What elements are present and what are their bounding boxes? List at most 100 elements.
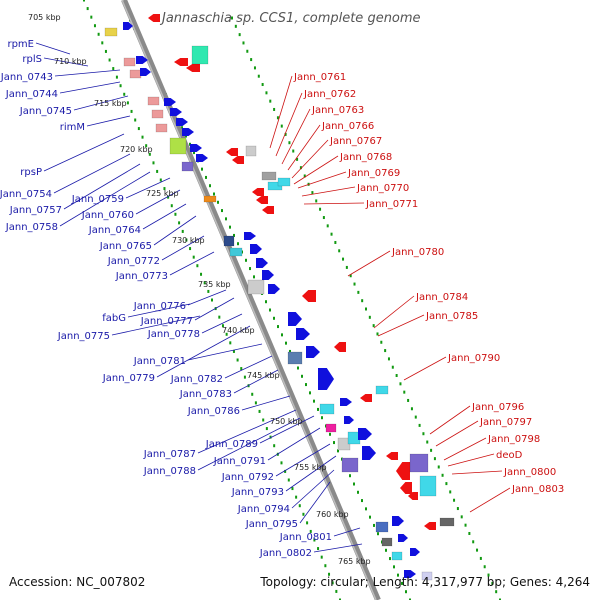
- tick-mark: [334, 240, 337, 244]
- tick-mark: [137, 127, 140, 131]
- tick-mark: [295, 495, 298, 499]
- gene-label-left: rimM: [60, 122, 85, 133]
- tick-mark: [353, 282, 356, 286]
- tick-mark: [201, 167, 203, 171]
- tick-mark: [393, 565, 395, 569]
- gene-label-left: Jann_0792: [221, 472, 274, 483]
- forward-gene-arrow: [256, 258, 268, 268]
- scale-label: 730 kbp: [172, 236, 205, 245]
- gene-block: [245, 145, 257, 157]
- tick-mark: [292, 149, 295, 153]
- forward-gene-arrow: [244, 232, 256, 240]
- tick-mark: [217, 200, 219, 204]
- tick-mark: [225, 217, 227, 221]
- gene-block: [341, 457, 359, 473]
- tick-mark: [273, 107, 276, 111]
- tick-mark: [349, 474, 351, 478]
- tick-mark: [299, 166, 302, 170]
- label-leader: [53, 153, 131, 194]
- tick-mark: [112, 67, 115, 71]
- tick-mark: [433, 457, 436, 461]
- tick-mark: [196, 264, 199, 268]
- gene-label-right: Jann_0766: [321, 121, 374, 132]
- tick-marks: [83, 0, 501, 600]
- label-leader: [287, 124, 321, 171]
- tick-mark: [130, 109, 133, 113]
- gene-block: [277, 177, 291, 187]
- tick-mark: [254, 401, 257, 405]
- label-leader: [281, 108, 311, 165]
- tick-mark: [221, 324, 224, 328]
- scale-label: 765 kbp: [338, 557, 371, 566]
- tick-mark: [303, 174, 306, 178]
- tick-mark: [123, 92, 126, 96]
- tick-mark: [331, 581, 334, 585]
- label-leader: [275, 443, 331, 477]
- gene-label-right: Jann_0780: [391, 247, 444, 258]
- tick-mark: [273, 444, 276, 448]
- gene-block: [409, 453, 429, 473]
- reverse-gene-arrow: [360, 394, 372, 402]
- gene-label-left: Jann_0781: [133, 356, 186, 367]
- tick-mark: [280, 461, 283, 465]
- tick-mark: [395, 374, 398, 378]
- tick-mark: [152, 161, 155, 165]
- gene-label-left: Jann_0743: [0, 72, 53, 83]
- gene-label-left: Jann_0765: [99, 241, 152, 252]
- label-leader: [233, 369, 279, 394]
- label-leader: [429, 405, 471, 435]
- gene-label-left: fabG: [102, 313, 126, 324]
- scale-label: 725 kbp: [146, 189, 179, 198]
- gene-label-left: Jann_0787: [143, 449, 196, 460]
- tick-mark: [207, 289, 210, 293]
- gene-label-left: Jann_0745: [19, 106, 72, 117]
- tick-mark: [298, 504, 301, 508]
- tick-mark: [269, 99, 272, 103]
- forward-gene-arrow: [318, 368, 334, 390]
- tick-mark: [365, 307, 367, 311]
- topology-text: Topology: circular; Length: 4,317,977 bp…: [260, 575, 590, 589]
- tick-mark: [159, 178, 162, 182]
- label-leader: [194, 297, 235, 321]
- forward-gene-arrow: [262, 270, 274, 280]
- gene-label-left: Jann_0757: [9, 205, 62, 216]
- reverse-gene-arrow: [334, 342, 346, 352]
- tick-mark: [333, 441, 335, 445]
- label-leader: [447, 453, 495, 467]
- tick-mark: [361, 299, 364, 303]
- gene-label-right: Jann_0784: [415, 292, 468, 303]
- tick-mark: [276, 116, 279, 120]
- label-leader: [187, 289, 227, 306]
- gene-features: [104, 14, 455, 581]
- gene-label-right: Jann_0770: [356, 183, 409, 194]
- tick-mark: [242, 41, 245, 45]
- tick-mark: [326, 224, 329, 228]
- tick-mark: [192, 255, 195, 259]
- tick-mark: [422, 432, 425, 436]
- tick-mark: [261, 83, 264, 87]
- tick-mark: [167, 195, 170, 199]
- tick-mark: [399, 382, 402, 386]
- scale-label: 705 kbp: [28, 13, 61, 22]
- tick-mark: [337, 449, 339, 453]
- gene-block: [375, 385, 389, 395]
- right-gene-labels: Jann_0761Jann_0762Jann_0763Jann_0766Jann…: [293, 72, 564, 495]
- tick-mark: [250, 58, 253, 62]
- gene-label-right: Jann_0762: [303, 89, 356, 100]
- tick-mark: [449, 490, 452, 494]
- gene-label-left: Jann_0789: [205, 439, 258, 450]
- label-leader: [443, 437, 487, 461]
- label-leader: [435, 420, 479, 447]
- forward-gene-arrow: [176, 118, 188, 126]
- tick-mark: [251, 392, 254, 396]
- label-leader: [43, 57, 89, 67]
- tick-mark: [83, 0, 85, 2]
- gene-label-right: Jann_0803: [511, 484, 564, 495]
- tick-mark: [324, 564, 327, 568]
- tick-mark: [97, 32, 100, 36]
- gene-block: [169, 137, 187, 155]
- tick-mark: [277, 325, 279, 329]
- tick-mark: [372, 324, 375, 328]
- tick-mark: [163, 187, 166, 191]
